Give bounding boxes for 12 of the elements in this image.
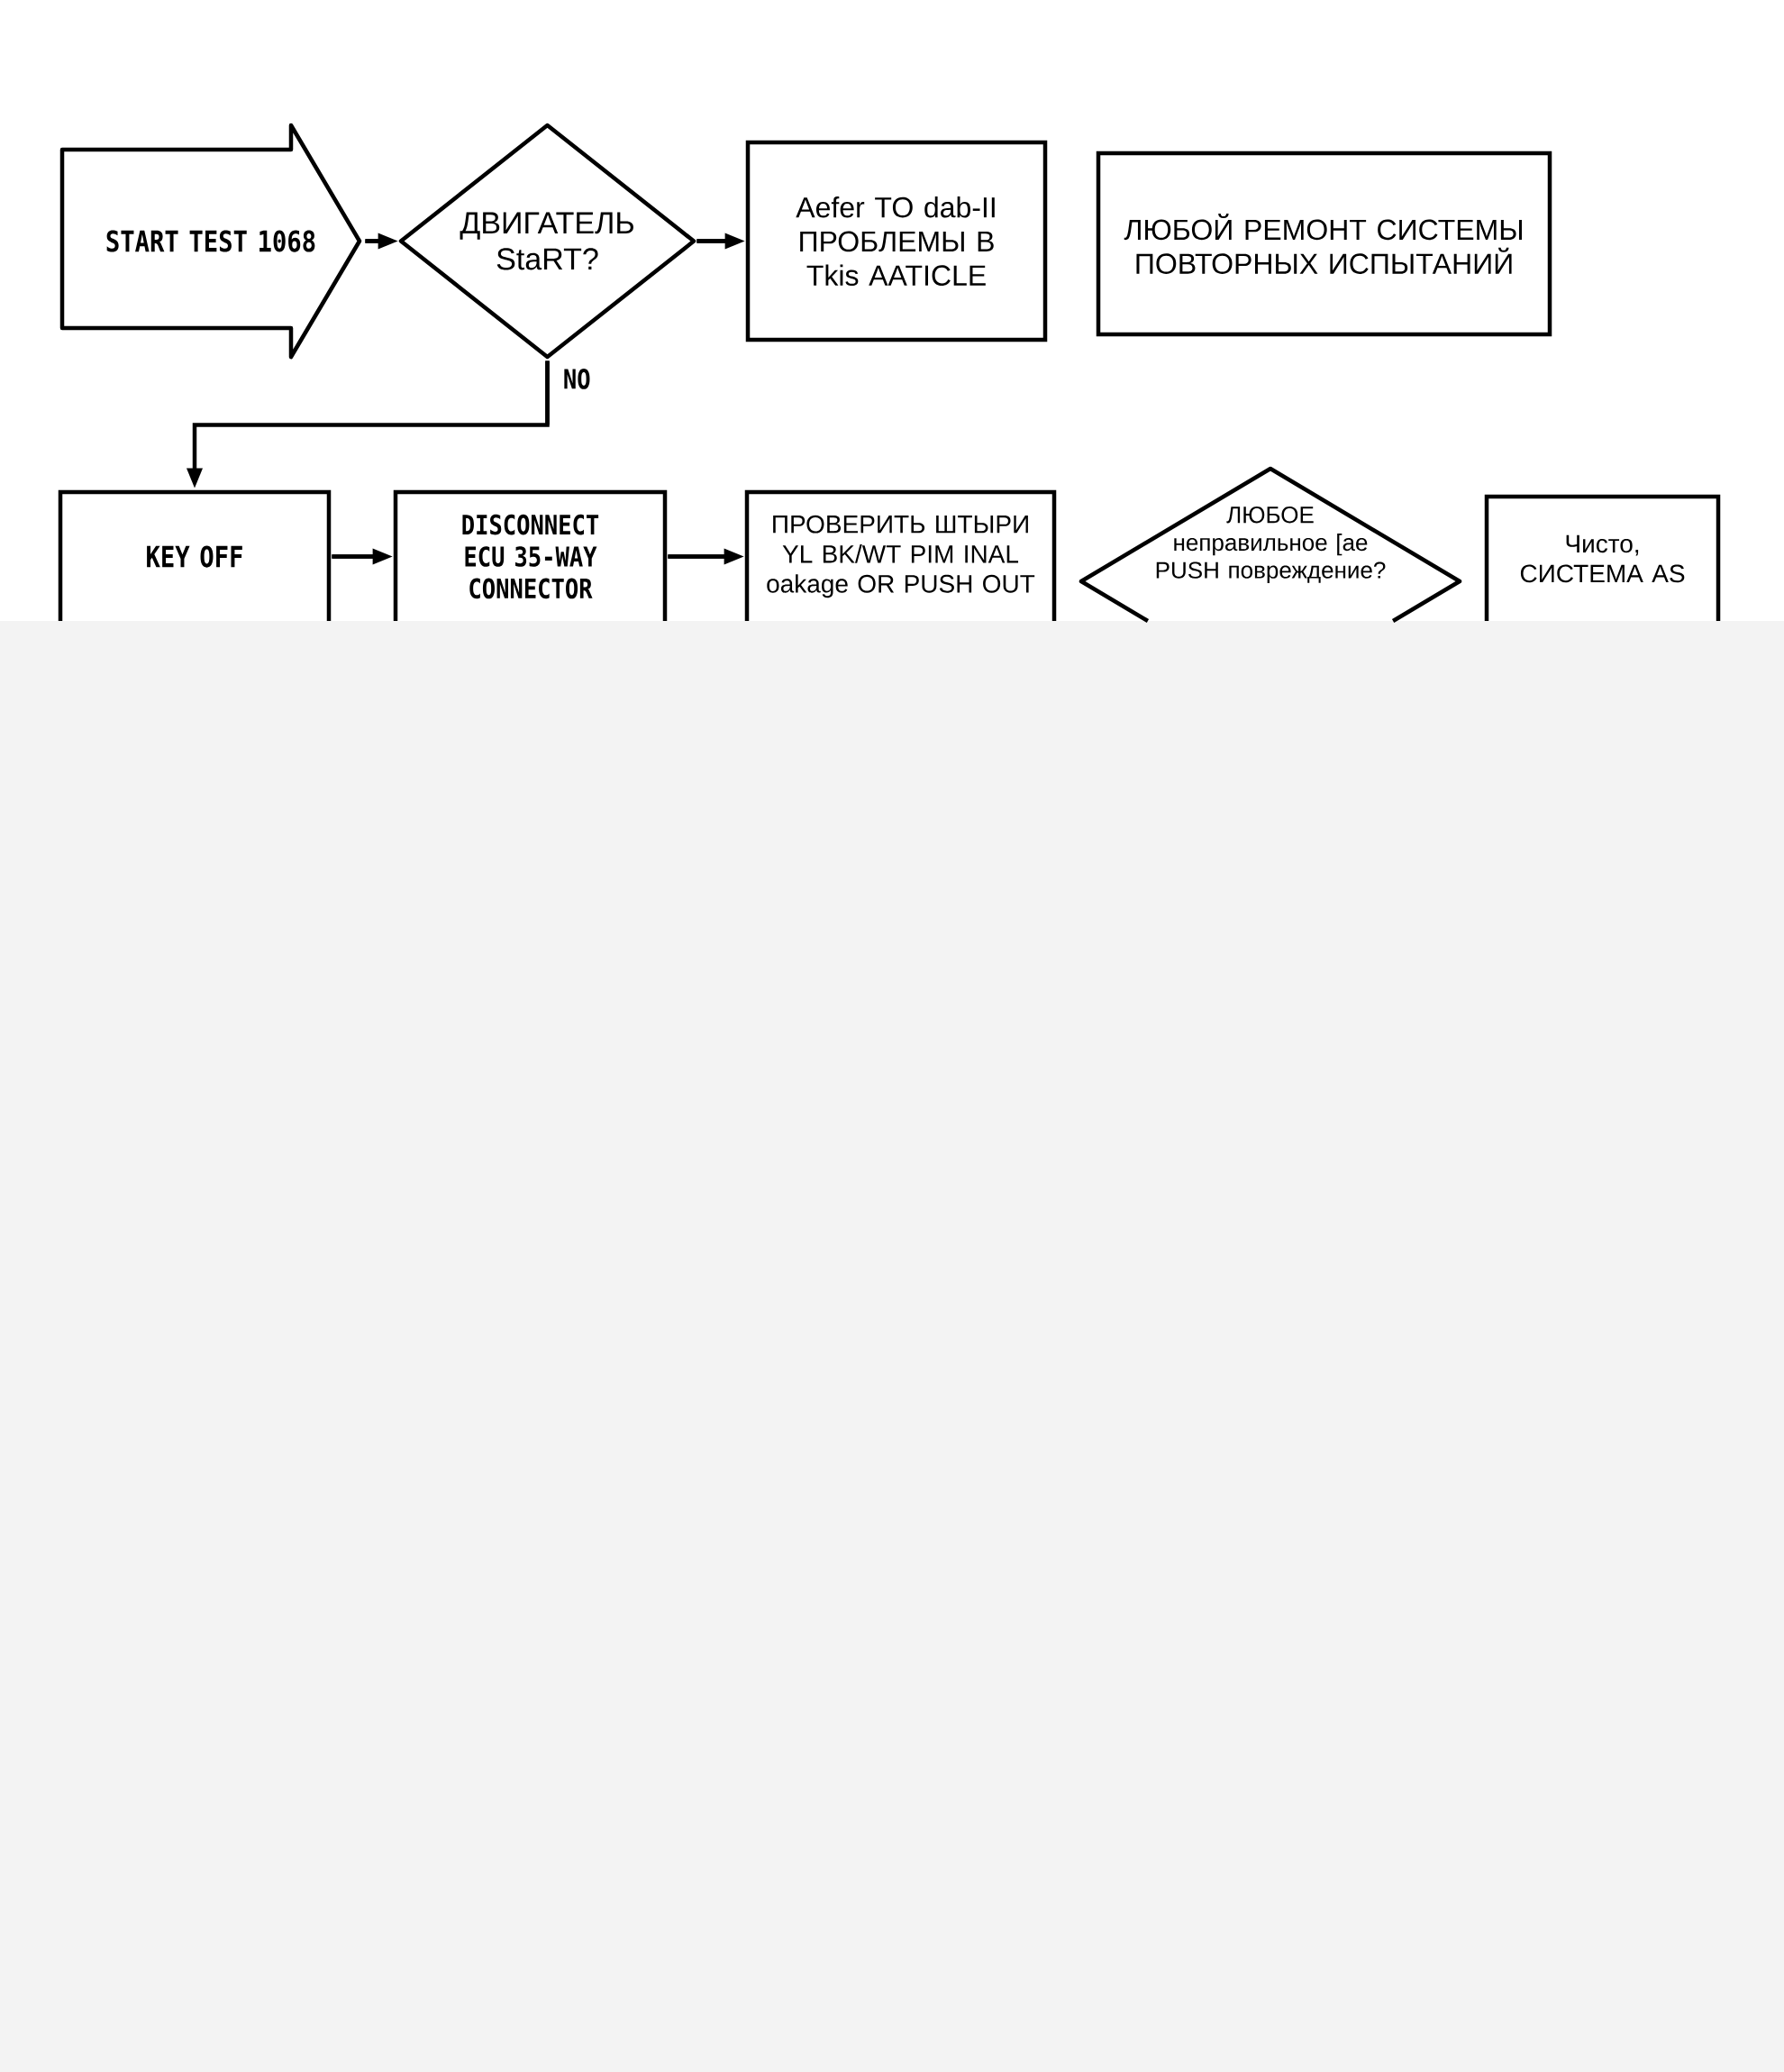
process-box: Чисто, СИСТЕМА AS	[1484, 494, 1721, 621]
process-box: ПРОВЕРИТЬ ШТЫРИ YL BK/WT PIM INAL oakage OR PUSH OUT	[744, 489, 1057, 621]
arrow	[365, 233, 398, 250]
process-box: KEY OFF	[58, 489, 332, 621]
process-box: ЛЮБОЙ РЕМОНТ СИСТЕМЫ ПОВТОРНЫХ ИСПЫТАНИЙ	[1096, 151, 1552, 337]
edge-label: NO	[560, 366, 594, 392]
arrow	[187, 361, 550, 488]
arrow	[696, 233, 745, 250]
arrow	[332, 548, 393, 565]
arrow	[668, 548, 744, 565]
process-box: Aefer TO dab-II ПРОБЛЕМЫ В Tkis AATICLE	[745, 140, 1048, 342]
process-box: DISCONNECT ECU 35-WAY CONNECTOR	[393, 489, 668, 621]
